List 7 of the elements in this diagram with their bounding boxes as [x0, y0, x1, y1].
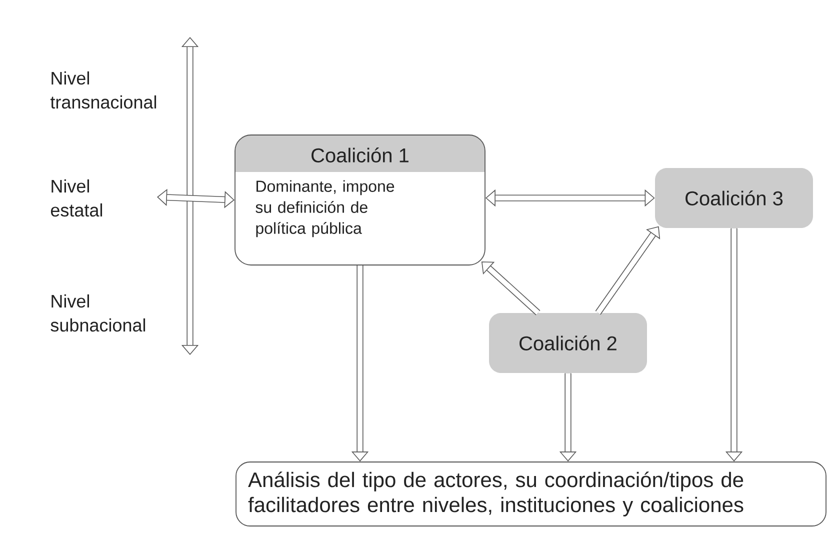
level-label: Nivel transnacional — [50, 71, 156, 109]
level-label: Nivel subnacional — [50, 294, 146, 332]
coalition-box: Coalición 2 — [489, 313, 647, 373]
level-label: Nivel estatal — [50, 179, 102, 217]
analysis-box: Análisis del tipo de actores, su coordinación/tipos de facilitadores entre niveles, instituciones y coaliciones — [236, 462, 826, 526]
coalition-box: Coalición 3 — [655, 168, 813, 228]
coalition-box: Coalición 1 Dominante, impone su definición de política pública — [234, 134, 486, 266]
